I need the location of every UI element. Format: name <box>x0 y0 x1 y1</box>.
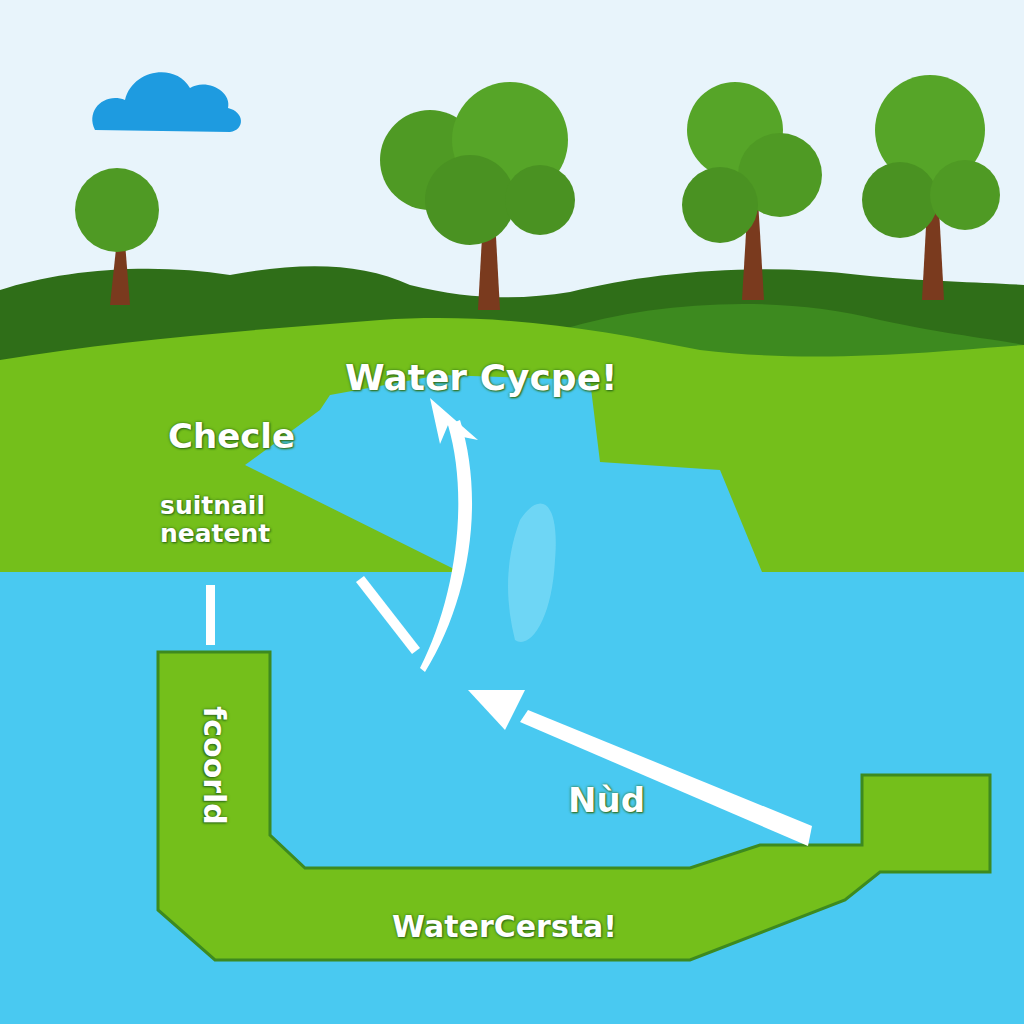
water-glint <box>508 504 556 642</box>
label-text: Checle <box>168 418 295 455</box>
cloud <box>92 72 241 132</box>
vertical-label: fcoorld <box>197 706 230 825</box>
label-text: Nùd <box>568 782 645 819</box>
label-text: suitnail neatent <box>160 492 290 547</box>
flow-arrows <box>206 398 812 846</box>
title-text: Water Cycpe! <box>345 358 617 398</box>
green-band <box>158 652 990 960</box>
water <box>0 375 1024 1024</box>
trees <box>75 75 1000 310</box>
label-text: WaterCersta! <box>392 910 617 943</box>
